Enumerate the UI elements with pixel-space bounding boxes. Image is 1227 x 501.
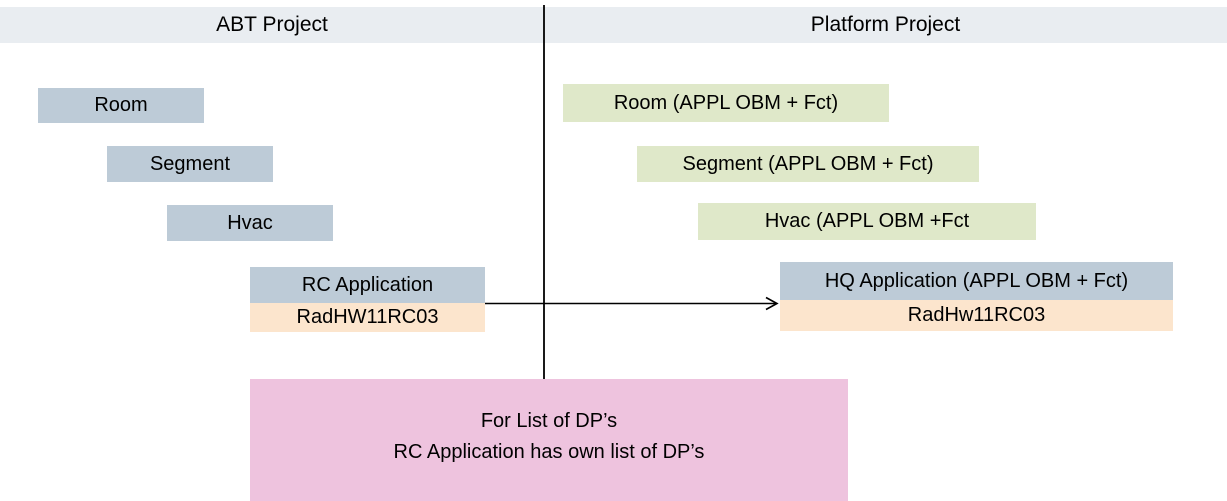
- abt-hvac-box: Hvac: [167, 205, 333, 241]
- platform-room-box: Room (APPL OBM + Fct): [563, 84, 889, 122]
- abt-room-box: Room: [38, 88, 204, 123]
- abt-project-title: ABT Project: [216, 13, 328, 36]
- platform-hq-application-box: HQ Application (APPL OBM + Fct): [780, 262, 1173, 300]
- rc-to-hq-arrow-head: [765, 296, 779, 311]
- platform-hvac-box: Hvac (APPL OBM +Fct: [698, 203, 1036, 240]
- platform-hq-version-box: RadHw11RC03: [780, 300, 1173, 331]
- platform-project-title: Platform Project: [810, 13, 961, 36]
- platform-segment-box: Segment (APPL OBM + Fct): [637, 146, 979, 182]
- header-band: [0, 7, 1227, 43]
- abt-rc-application-box: RC Application: [250, 267, 485, 303]
- dp-list-note-box: For List of DP’s RC Application has own …: [250, 379, 848, 501]
- dp-list-note-line2: RC Application has own list of DP’s: [393, 441, 705, 463]
- dp-list-note-line1: For List of DP’s: [480, 410, 618, 432]
- abt-segment-box: Segment: [107, 146, 273, 182]
- abt-rc-version-box: RadHW11RC03: [250, 303, 485, 332]
